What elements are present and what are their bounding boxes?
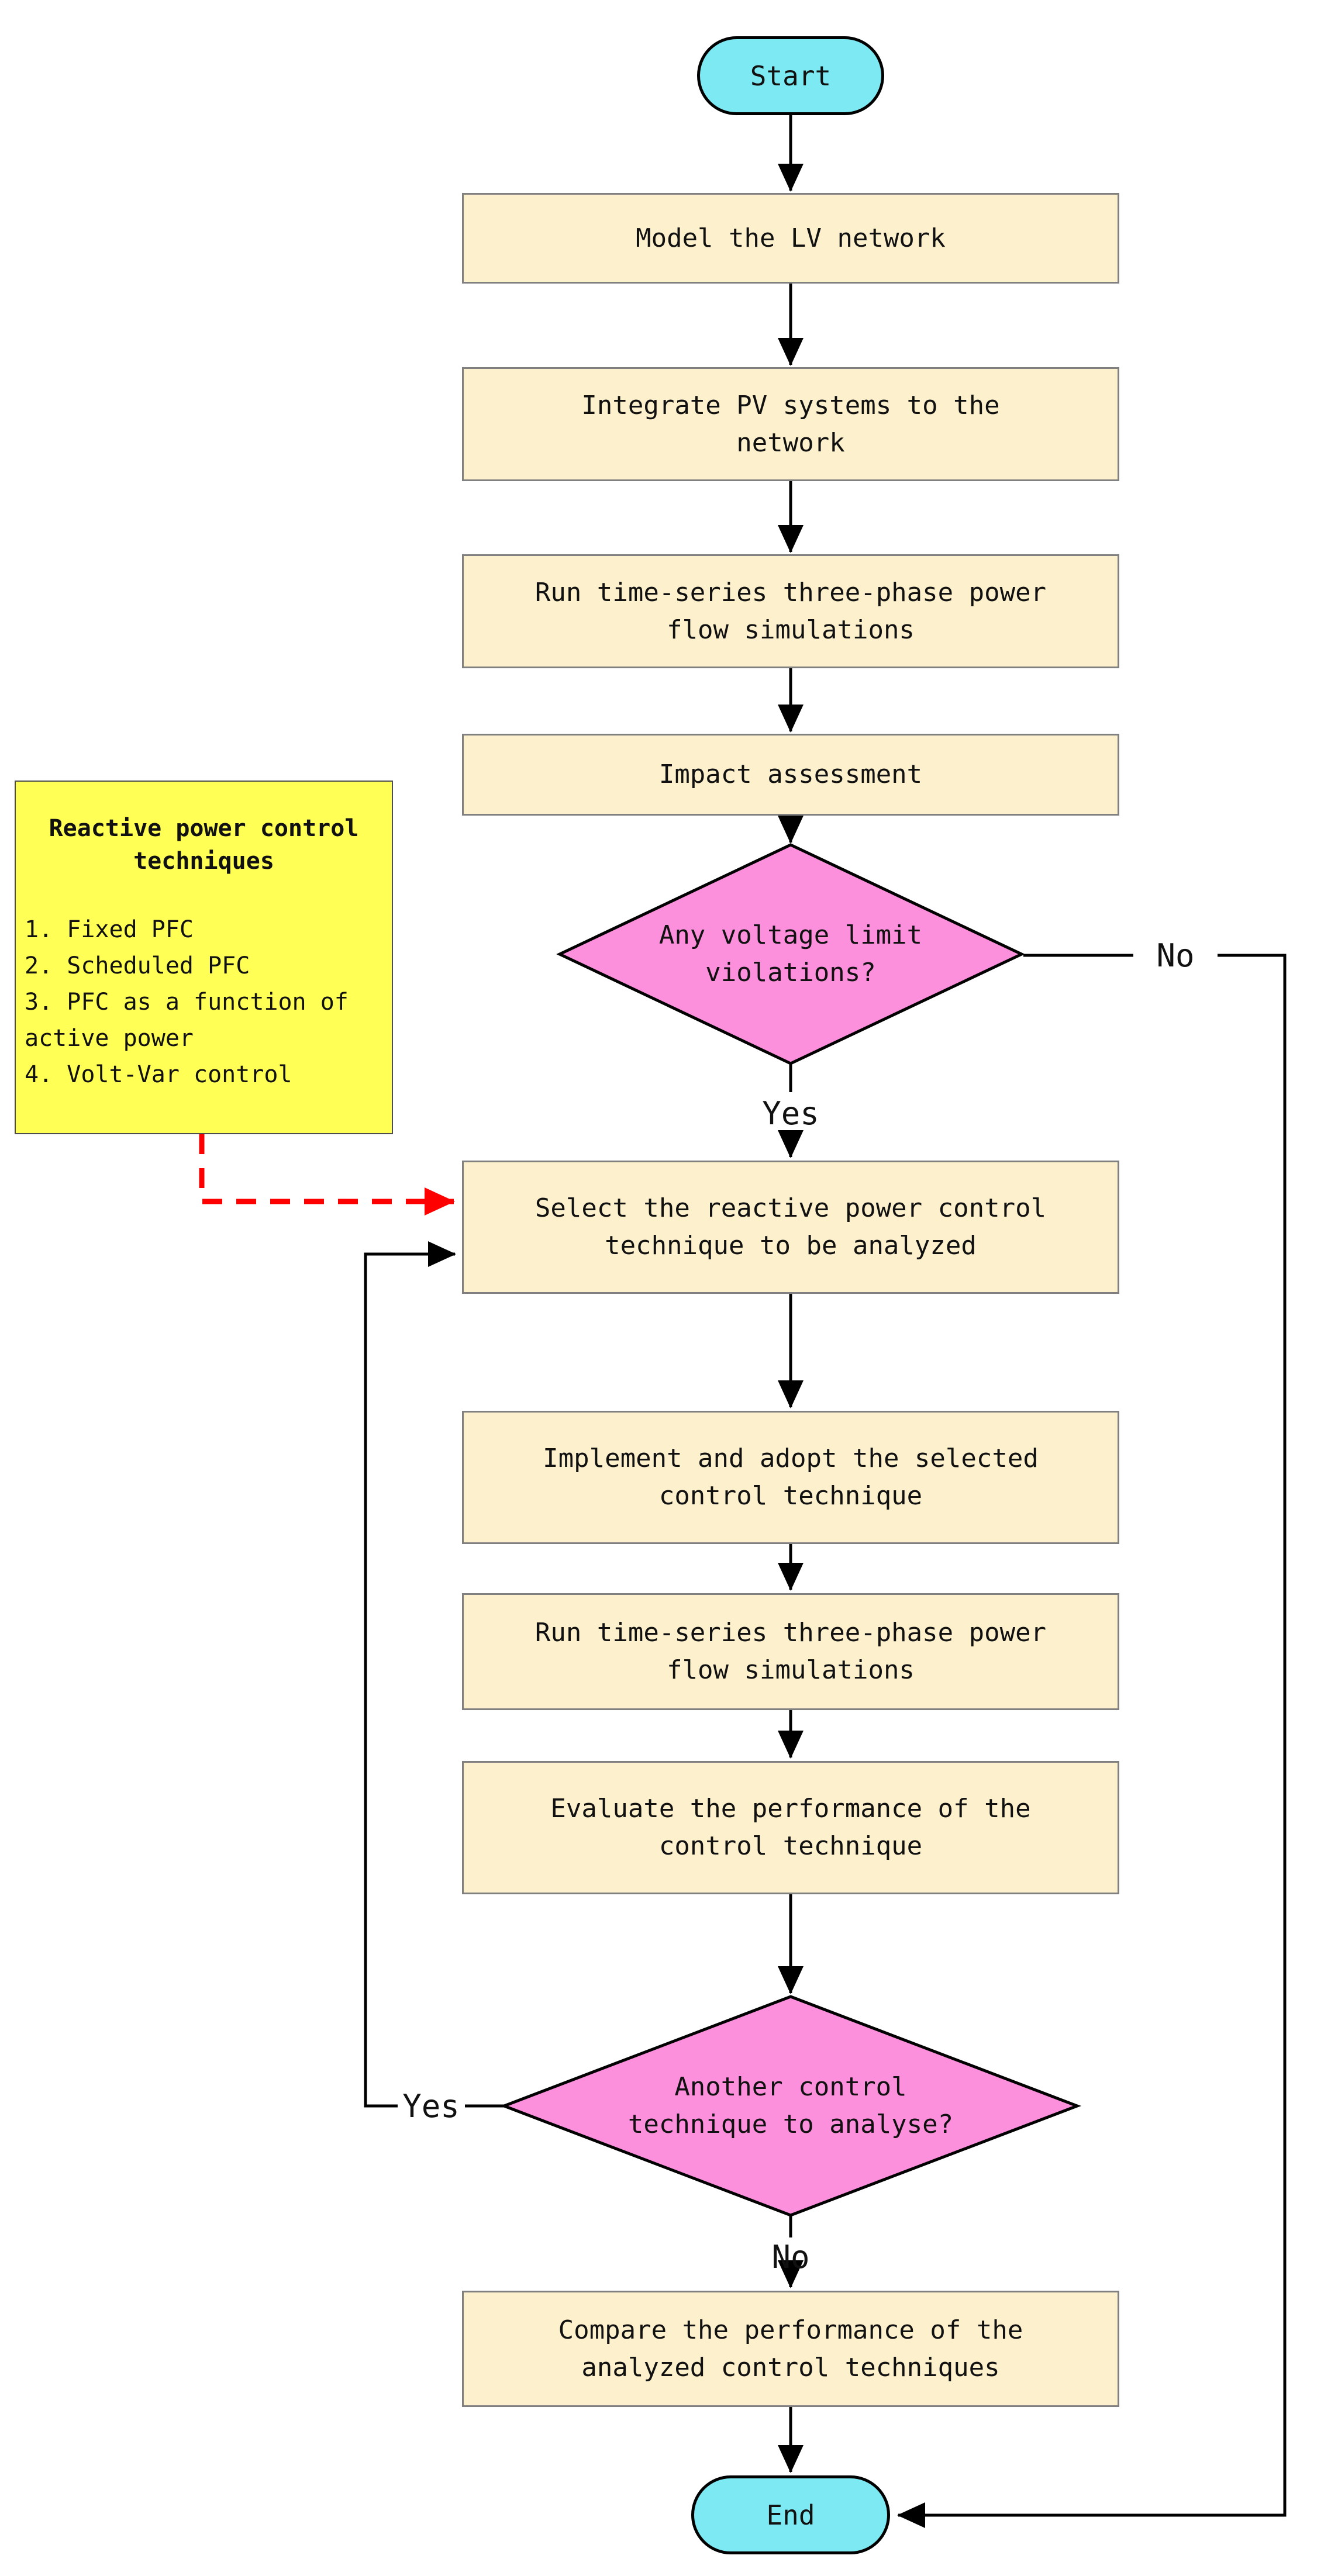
start-label: Start [750,60,832,92]
end-label: End [766,2499,815,2531]
decision-diamond-voltage [556,843,1025,1065]
edge-label-yes-1: Yes [762,1094,819,1132]
process-impact-assessment: Impact assessment [462,734,1119,816]
note-items: 1. Fixed PFC 2. Scheduled PFC 3. PFC as … [16,911,392,1093]
process-integrate-pv-label: Integrate PV systems to the network [581,390,1000,458]
edge-label-no-2: No [771,2238,810,2275]
process-impact-assessment-label: Impact assessment [658,759,923,790]
decision-voltage-label-box: Any voltage limit violations? [615,907,966,1001]
decision-another-label-box: Another control technique to analyse? [598,2059,984,2153]
edge-label-yes-2: Yes [402,2087,460,2125]
note-reactive-power-techniques: Reactive power control techniques 1. Fix… [15,781,393,1134]
process-select-technique: Select the reactive power control techni… [462,1161,1119,1294]
decision-another-label: Another control technique to analyse? [627,2072,954,2139]
end-node: End [691,2475,890,2554]
process-model-network-label: Model the LV network [636,223,946,253]
arrow-decision1-no-to-end [897,954,1287,2528]
arrow-decision2-yes-to-select [364,1241,456,2108]
process-integrate-pv: Integrate PV systems to the network [462,367,1119,481]
note-title: Reactive power control techniques [49,815,359,875]
process-evaluate-performance: Evaluate the performance of the control … [462,1761,1119,1894]
process-evaluate-performance-label: Evaluate the performance of the control … [550,1794,1031,1861]
process-select-technique-label: Select the reactive power control techni… [534,1193,1047,1261]
decision-diamond-another [499,1995,1082,2217]
process-implement-technique-label: Implement and adopt the selected control… [543,1444,1039,1511]
note-item-4: 4. Volt-Var control [25,1061,292,1088]
process-compare-performance: Compare the performance of the analyzed … [462,2291,1119,2407]
note-dashed-arrow [199,1134,455,1216]
decision-voltage-label: Any voltage limit violations? [658,920,923,987]
process-compare-performance-label: Compare the performance of the analyzed … [558,2315,1023,2382]
process-run-simulations-2-label: Run time-series three-phase power flow s… [534,1618,1047,1685]
start-node: Start [697,36,884,115]
note-item-2: 2. Scheduled PFC [25,952,250,979]
process-model-network: Model the LV network [462,193,1119,284]
process-run-simulations-2: Run time-series three-phase power flow s… [462,1593,1119,1710]
process-run-simulations-1-label: Run time-series three-phase power flow s… [534,577,1047,645]
process-run-simulations-1: Run time-series three-phase power flow s… [462,554,1119,668]
note-item-1: 1. Fixed PFC [25,916,194,943]
process-implement-technique: Implement and adopt the selected control… [462,1411,1119,1544]
edge-label-no-1: No [1156,937,1195,974]
note-item-3: 3. PFC as a function of active power [25,989,349,1052]
